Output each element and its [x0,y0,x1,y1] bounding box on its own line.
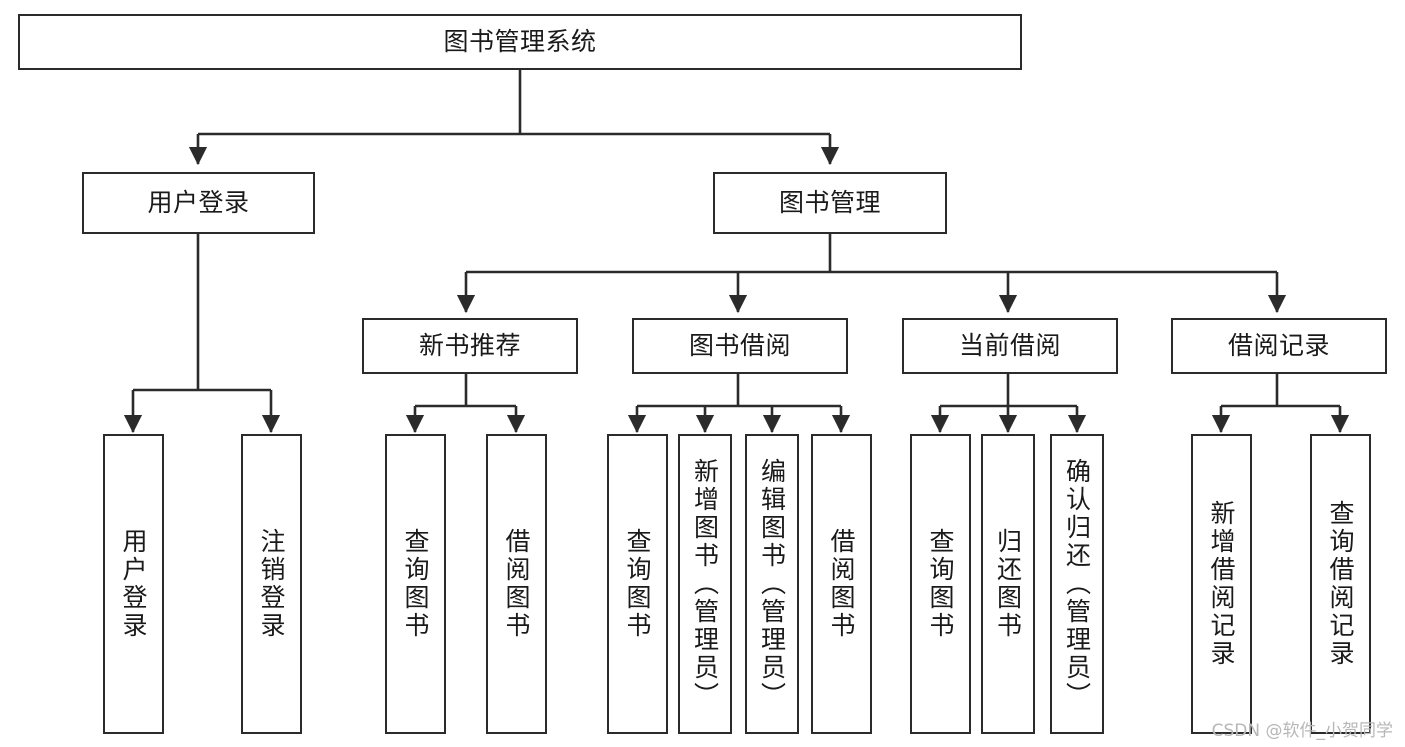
node-label: 图书管理 [778,188,881,218]
node-label: 确认归还（管理员） [1062,458,1092,710]
node-label: 新增借阅记录 [1207,500,1236,668]
node-label: 编辑图书（管理员） [757,458,787,710]
node-label: 查询图书 [401,528,430,640]
leaf-current-query-book[interactable]: 查询图书 [910,434,971,734]
node-label: 用户登录 [147,188,250,218]
leaf-borrow-query-book[interactable]: 查询图书 [607,434,668,734]
node-borrow-record[interactable]: 借阅记录 [1171,318,1387,374]
leaf-user-login-login[interactable]: 用户登录 [103,434,164,734]
node-label: 查询图书 [926,528,955,640]
node-current-borrow[interactable]: 当前借阅 [902,318,1118,374]
node-label: 查询图书 [623,528,652,640]
leaf-borrow-add-book-admin[interactable]: 新增图书（管理员） [678,434,732,734]
leaf-current-confirm-return-admin[interactable]: 确认归还（管理员） [1050,434,1104,734]
leaf-user-login-logout[interactable]: 注销登录 [241,434,302,734]
leaf-borrow-borrow-book[interactable]: 借阅图书 [811,434,872,734]
node-book-management[interactable]: 图书管理 [713,172,947,234]
node-label: 借阅图书 [827,528,856,640]
node-user-login[interactable]: 用户登录 [82,172,315,234]
leaf-record-add-record[interactable]: 新增借阅记录 [1191,434,1252,734]
leaf-record-query-record[interactable]: 查询借阅记录 [1310,434,1371,734]
node-label: 新书推荐 [418,331,521,361]
leaf-recommend-query-book[interactable]: 查询图书 [385,434,446,734]
node-label: 归还图书 [993,528,1023,640]
watermark-text: CSDN @软件_小贺同学 [1211,721,1393,741]
node-label: 图书借阅 [688,331,791,361]
leaf-borrow-edit-book-admin[interactable]: 编辑图书（管理员） [745,434,799,734]
node-label: 注销登录 [257,528,286,640]
node-new-book-recommend[interactable]: 新书推荐 [362,318,578,374]
node-label: 图书管理系统 [443,27,597,57]
node-book-borrow[interactable]: 图书借阅 [632,318,848,374]
leaf-current-return-book[interactable]: 归还图书 [981,434,1035,734]
leaf-recommend-borrow-book[interactable]: 借阅图书 [486,434,547,734]
node-label: 用户登录 [119,528,148,640]
node-root-system[interactable]: 图书管理系统 [18,14,1022,70]
node-label: 借阅图书 [502,528,531,640]
node-label: 当前借阅 [958,331,1061,361]
node-label: 查询借阅记录 [1326,500,1355,668]
node-label: 新增图书（管理员） [690,458,720,710]
node-label: 借阅记录 [1227,331,1330,361]
